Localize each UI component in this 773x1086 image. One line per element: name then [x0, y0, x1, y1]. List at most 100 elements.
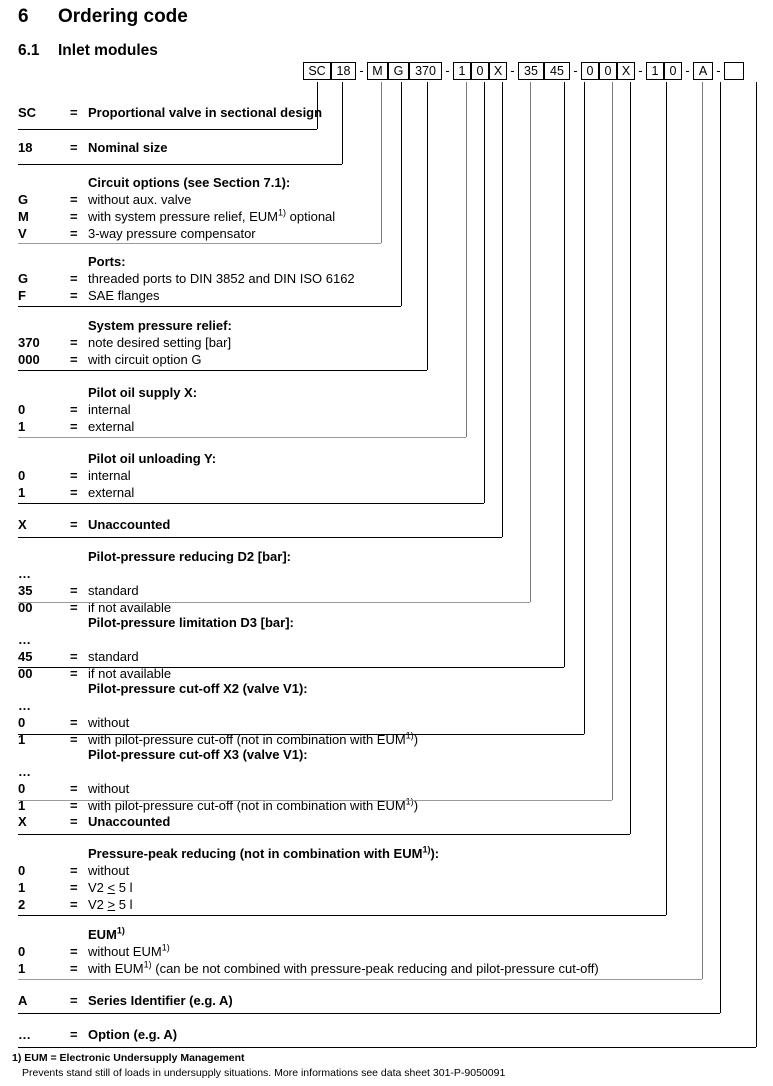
- legend-underline: [18, 306, 401, 307]
- legend-description: threaded ports to DIN 3852 and DIN ISO 6…: [88, 271, 355, 286]
- code-segment-box[interactable]: 0: [581, 62, 599, 80]
- footnote-line-2: Prevents stand still of loads in undersu…: [22, 1067, 506, 1079]
- code-segment-box[interactable]: 0: [599, 62, 617, 80]
- legend-description: internal: [88, 402, 131, 417]
- legend-equals: =: [70, 781, 78, 796]
- code-segment-box[interactable]: [724, 62, 744, 80]
- connector-line: [756, 82, 757, 1047]
- code-separator: -: [445, 64, 450, 78]
- legend-underline: [18, 164, 342, 165]
- legend-equals: =: [70, 1027, 78, 1042]
- legend-code: 1: [18, 485, 26, 500]
- code-segment-box[interactable]: 0: [471, 62, 489, 80]
- code-segment-box[interactable]: A: [693, 62, 713, 80]
- legend-code: 00: [18, 600, 33, 615]
- legend-code: 00: [18, 666, 33, 681]
- code-segment-box[interactable]: X: [489, 62, 507, 80]
- legend-description: Series Identifier (e.g. A): [88, 993, 233, 1008]
- legend-underline: [18, 129, 317, 130]
- legend-code: V: [18, 226, 27, 241]
- code-segment-box[interactable]: 18: [331, 62, 356, 80]
- legend-description: V2 > 5 l: [88, 897, 133, 912]
- legend-equals: =: [70, 468, 78, 483]
- legend-description: without: [88, 715, 130, 730]
- legend-code: M: [18, 209, 29, 224]
- legend-underline: [18, 979, 702, 980]
- legend-equals: =: [70, 649, 78, 664]
- legend-code: …: [18, 698, 31, 713]
- legend-code: …: [18, 632, 31, 647]
- code-separator: -: [685, 64, 690, 78]
- legend-equals: =: [70, 288, 78, 303]
- legend-description: standard: [88, 649, 139, 664]
- code-segment-box[interactable]: SC: [303, 62, 331, 80]
- subsection-label: Inlet modules: [58, 42, 158, 59]
- section-title: Ordering code: [58, 6, 188, 27]
- connector-line: [612, 82, 613, 800]
- legend-underline: [18, 734, 584, 735]
- legend-group-header: Pilot oil supply X:: [88, 385, 198, 400]
- legend-code: A: [18, 993, 28, 1008]
- connector-line: [720, 82, 721, 1013]
- legend-code: 1: [18, 961, 26, 976]
- legend-underline: [18, 370, 427, 371]
- legend-equals: =: [70, 485, 78, 500]
- legend-description: with pilot-pressure cut-off (not in comb…: [88, 796, 419, 813]
- code-segment-box[interactable]: X: [617, 62, 635, 80]
- code-separator: -: [359, 64, 364, 78]
- legend-description: Unaccounted: [88, 517, 171, 532]
- legend-code: 000: [18, 352, 40, 367]
- connector-line: [427, 82, 428, 370]
- legend-equals: =: [70, 517, 78, 532]
- connector-line: [502, 82, 503, 537]
- legend-equals: =: [70, 944, 78, 959]
- legend-description: note desired setting [bar]: [88, 335, 232, 350]
- legend-description: with pilot-pressure cut-off (not in comb…: [88, 730, 419, 747]
- legend-underline: [18, 834, 630, 835]
- legend-group-header: EUM1): [88, 925, 125, 942]
- legend-description: Proportional valve in sectional design: [88, 105, 323, 120]
- legend-equals: =: [70, 419, 78, 434]
- legend-description: 3-way pressure compensator: [88, 226, 256, 241]
- code-segment-box[interactable]: 1: [646, 62, 664, 80]
- legend-description: without: [88, 863, 130, 878]
- connector-line: [381, 82, 382, 243]
- legend-equals: =: [70, 666, 78, 681]
- code-segment-box[interactable]: 35: [518, 62, 544, 80]
- code-segment-box[interactable]: M: [367, 62, 388, 80]
- code-segment-box[interactable]: 1: [453, 62, 471, 80]
- legend-underline: [18, 437, 466, 438]
- legend-code: F: [18, 288, 26, 303]
- code-segment-box[interactable]: 0: [664, 62, 682, 80]
- legend-group-header: Ports:: [88, 254, 126, 269]
- legend-code: 0: [18, 863, 26, 878]
- legend-description: external: [88, 485, 135, 500]
- legend-underline: [18, 243, 381, 244]
- legend-group-header: System pressure relief:: [88, 318, 232, 333]
- legend-underline: [18, 1013, 720, 1014]
- subsection-number: 6.1: [18, 42, 40, 59]
- legend-description: with circuit option G: [88, 352, 202, 367]
- legend-description: Option (e.g. A): [88, 1027, 178, 1042]
- legend-group-header: Circuit options (see Section 7.1):: [88, 175, 291, 190]
- legend-code: X: [18, 814, 27, 829]
- code-segment-box[interactable]: G: [388, 62, 409, 80]
- code-segment-box[interactable]: 45: [544, 62, 570, 80]
- legend-group-header: Pilot-pressure limitation D3 [bar]:: [88, 615, 294, 630]
- legend-code: 1: [18, 880, 26, 895]
- code-segment-box[interactable]: 370: [409, 62, 442, 80]
- legend-equals: =: [70, 993, 78, 1008]
- legend-group-header: Pilot-pressure cut-off X3 (valve V1):: [88, 747, 308, 762]
- legend-equals: =: [70, 402, 78, 417]
- code-separator: -: [716, 64, 721, 78]
- legend-description: without aux. valve: [88, 192, 192, 207]
- legend-description: standard: [88, 583, 139, 598]
- legend-equals: =: [70, 897, 78, 912]
- code-separator: -: [573, 64, 578, 78]
- connector-line: [401, 82, 402, 306]
- legend-code: 2: [18, 897, 26, 912]
- legend-description: V2 < 5 l: [88, 880, 133, 895]
- legend-equals: =: [70, 335, 78, 350]
- legend-description: SAE flanges: [88, 288, 160, 303]
- legend-description: internal: [88, 468, 131, 483]
